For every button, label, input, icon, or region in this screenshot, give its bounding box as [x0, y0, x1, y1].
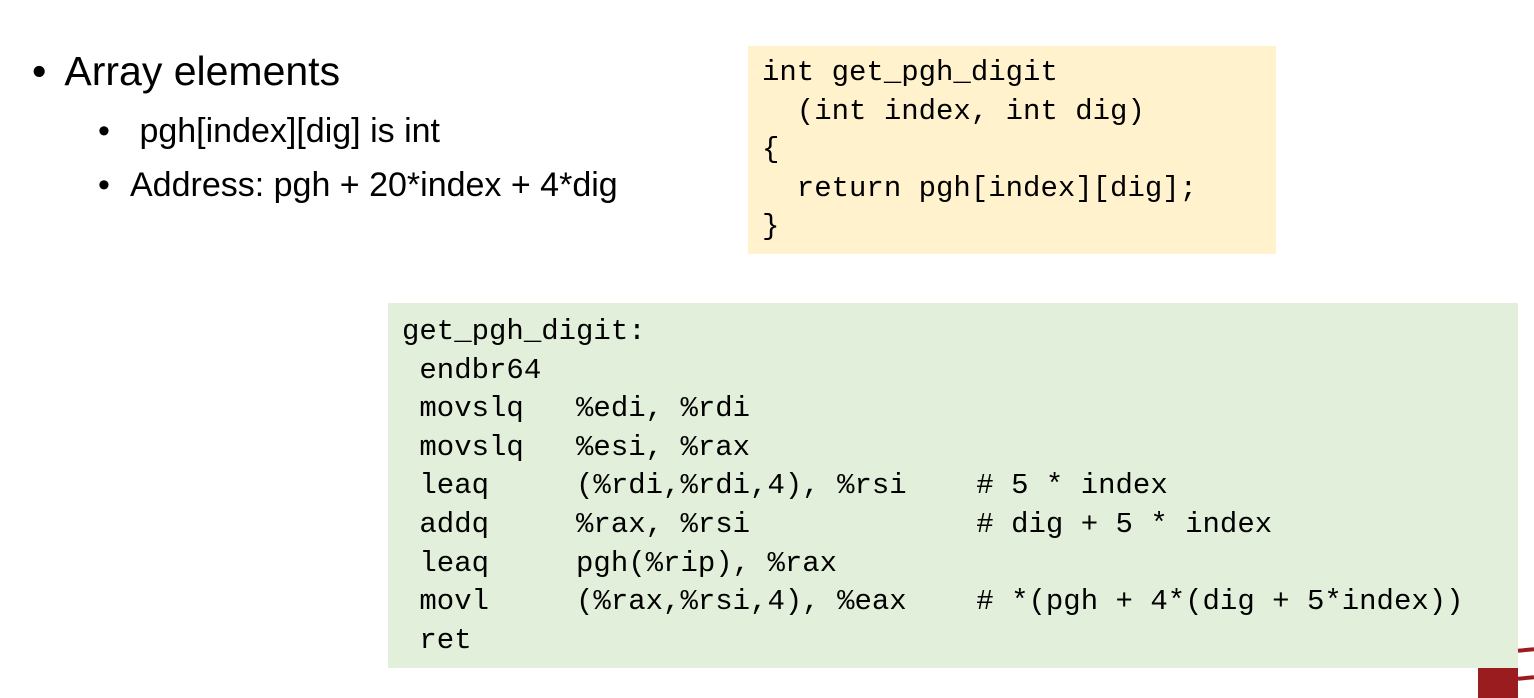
code-line: ret — [402, 623, 472, 657]
code-line: movslq %edi, %rdi — [402, 392, 751, 426]
logo-stripe — [1517, 675, 1534, 681]
code-line: } — [762, 210, 780, 244]
logo-stripe — [1517, 647, 1534, 653]
c-code-box: int get_pgh_digit (int index, int dig){ … — [748, 46, 1276, 254]
code-line: movl (%rax,%rsi,4), %eax # *(pgh + 4*(di… — [402, 585, 1464, 619]
bullet-dot: • — [32, 48, 47, 94]
sub-bullet-address: • Address: pgh + 20*index + 4*dig — [98, 166, 618, 205]
code-line: return pgh[index][dig]; — [762, 171, 1198, 205]
code-line: addq %rax, %rsi # dig + 5 * index — [402, 507, 1273, 541]
bullet-dot: • — [98, 166, 110, 204]
assembly-code: get_pgh_digit: endbr64 movslq %edi, %rdi… — [402, 313, 1464, 660]
code-line: movslq %esi, %rax — [402, 430, 751, 464]
code-line: leaq (%rdi,%rdi,4), %rsi # 5 * index — [402, 469, 1168, 503]
bullet-text: Address: pgh + 20*index + 4*dig — [130, 166, 618, 204]
code-line: get_pgh_digit: — [402, 315, 646, 348]
sub-bullet-type: • pgh[index][dig] is int — [98, 112, 440, 151]
c-code: int get_pgh_digit (int index, int dig){ … — [762, 54, 1197, 247]
code-line: leaq pgh(%rip), %rax — [402, 546, 838, 580]
code-line: (int index, int dig) — [762, 94, 1145, 128]
code-line: int get_pgh_digit — [762, 56, 1058, 89]
bullet-text: Array elements — [64, 48, 341, 94]
code-line: { — [762, 133, 780, 167]
logo-fragment — [1478, 668, 1518, 698]
assembly-code-box: get_pgh_digit: endbr64 movslq %edi, %rdi… — [388, 303, 1518, 668]
code-line: endbr64 — [402, 353, 542, 387]
bullet-text: pgh[index][dig] is int — [139, 112, 440, 150]
bullet-dot: • — [98, 112, 110, 150]
bullet-array-elements: • Array elements — [32, 48, 340, 95]
